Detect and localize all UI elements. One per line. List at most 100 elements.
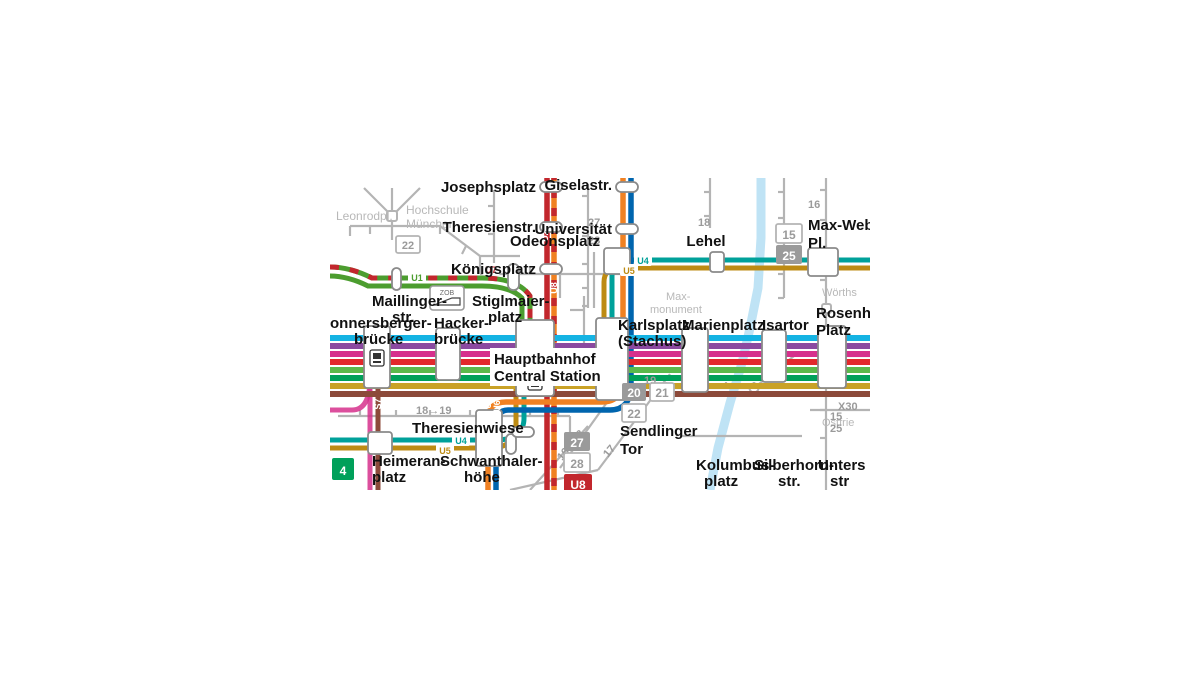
tram-box-27b: 27 [564, 432, 590, 451]
label-heimeranplatz-1: Heimeran- [372, 453, 445, 470]
transit-map-svg[interactable]: ZOB Leonrodpl. Hochschule München Max- m… [330, 178, 870, 490]
station-markers-small[interactable] [391, 181, 639, 455]
line-tag-u1: U1 [408, 271, 426, 283]
station-marker-maxweberplatz [807, 247, 839, 277]
tram-box-25-label: 25 [782, 249, 796, 263]
line-u1-u7 [330, 264, 533, 346]
label-maillingerstr-1: Maillinger- [372, 293, 447, 310]
line-tag-u4-label: U4 [637, 256, 649, 266]
line-tag-u5b: U5 [436, 444, 454, 456]
station-marker-koenigsplatz [539, 263, 563, 275]
faint-label-hochschule-1: Hochschule [406, 203, 469, 217]
tram-box-22a: 22 [395, 235, 421, 254]
label-kolumbusplatz-1: Kolumbus- [696, 457, 774, 474]
tram-box-21: 21 [649, 382, 675, 402]
line-tag-u4: U4 [634, 254, 652, 266]
label-marienplatz: Marienplatz [682, 317, 765, 334]
faint-label-leonrodpl: Leonrodpl. [336, 209, 393, 223]
label-odeonsplatz: Odeonsplatz [510, 233, 600, 250]
label-lehel: Lehel [686, 233, 725, 250]
line-tag-u8: U8 [549, 282, 559, 294]
line-tag-u7-label: U7 [485, 265, 497, 275]
tram-box-21-label: 21 [655, 386, 669, 400]
label-karlsplatz-2: (Stachus) [618, 333, 686, 350]
zob-icon: ZOB [429, 285, 465, 311]
label-karlsplatz-1: Karlsplatz [618, 317, 690, 334]
line-tag-u6-label: U6 [492, 400, 502, 412]
label-hackerbruecke-1: Hacker- [434, 315, 489, 332]
label-rosenheimerplatz-2: Platz [816, 322, 851, 339]
tram-box-22a-label: 22 [402, 240, 414, 252]
badge-4: 4 [332, 458, 354, 480]
label-maxweberplatz-1: Max-Web [808, 217, 870, 234]
line-tag-u5: U5 [620, 264, 638, 276]
label-stiglmaierplatz-2: platz [488, 309, 522, 326]
station-marker-isartor [761, 329, 787, 383]
line-tag-u6: U6 [492, 400, 502, 412]
station-marker-hackerbruecke [435, 327, 461, 381]
line-tag-u7: U7 [482, 263, 500, 275]
tram-num-15b: 15 [830, 411, 842, 423]
faint-label-hochschule-2: München [406, 217, 455, 231]
line-tag-u1-label: U1 [411, 273, 423, 283]
label-donnersbergerbruecke-2: brücke [354, 331, 403, 348]
badge-4-label: 4 [340, 464, 347, 478]
label-hauptbahnhof-2: Central Station [494, 368, 601, 385]
label-untersbergstr-1: Unters [818, 457, 866, 474]
tram-num-28: 28 [588, 235, 600, 247]
tram-num-x30: X30 [838, 401, 858, 413]
tram-box-22b-label: 22 [627, 407, 641, 421]
label-kolumbusplatz-2: platz [704, 473, 738, 490]
label-giselastr: Giselastr. [544, 178, 612, 194]
tram-box-22b: 22 [621, 403, 647, 423]
line-tag-s7: S7 [373, 398, 383, 409]
station-marker-sendlingertor [475, 409, 503, 467]
label-theresienwiese: Theresienwiese [412, 420, 524, 437]
line-tag-u5b-label: U5 [439, 446, 451, 456]
station-marker-rosenheimerplatz [817, 325, 847, 389]
label-hauptbahnhof-group: Hauptbahnhof Central Station [490, 348, 612, 386]
tram-box-15-label: 15 [782, 228, 796, 242]
tram-num-25b: 25 [830, 423, 842, 435]
badge-u8: U8 [564, 474, 592, 490]
tram-box-27b-label: 27 [570, 436, 584, 450]
station-marker-giselastr [615, 181, 639, 193]
label-hauptbahnhof-1: Hauptbahnhof [494, 351, 597, 368]
station-marker-lehel [709, 251, 725, 273]
line-tag-u2-label: U2 [540, 230, 550, 242]
tram-num-18: 18 [698, 217, 710, 229]
label-josephsplatz: Josephsplatz [441, 179, 536, 196]
label-hackerbruecke-2: brücke [434, 331, 483, 348]
line-tag-u4b: U4 [452, 434, 470, 446]
faint-label-maxmonument-1: Max- [666, 291, 691, 303]
faint-label-maxmonument-2: monument [650, 304, 702, 316]
label-theresienstr: Theresienstr. [443, 219, 536, 236]
tram-box-20: 20 [622, 383, 646, 401]
station-marker-heimeranplatz [367, 431, 393, 455]
label-donnersbergerbruecke-1: onnersberger- [330, 315, 432, 332]
station-marker-josephsplatz [539, 181, 563, 193]
tram-num-16: 16 [808, 199, 820, 211]
river-isar [705, 178, 766, 490]
tram-box-28b-label: 28 [570, 457, 584, 471]
tram-box-15: 15 [775, 223, 803, 244]
station-marker-schwanthalerhoehe [505, 433, 517, 455]
zob-icon-label: ZOB [440, 290, 455, 297]
map-viewport[interactable]: ZOB Leonrodpl. Hochschule München Max- m… [330, 178, 870, 490]
tram-box-25: 25 [776, 245, 802, 264]
tram-num-27: 27 [588, 217, 600, 229]
label-heimeranplatz-2: platz [372, 469, 406, 486]
line-tag-u2: U2 [540, 230, 550, 242]
label-sendlingertor-2: Tor [620, 441, 643, 458]
station-marker-theresienstr [539, 221, 563, 233]
tram-box-28b: 28 [563, 452, 591, 473]
label-maillingerstr-2: str. [392, 309, 415, 326]
line-tag-u3: U3 [483, 397, 493, 409]
label-rosenheimerplatz-1: Rosenh [816, 305, 870, 322]
line-tag-u3-label: U3 [483, 397, 493, 409]
station-marker-universitaet [615, 223, 639, 235]
label-maxweberplatz-2: Pl. [808, 235, 826, 252]
label-schwanthalerhoehe-1: Schwanthaler- [440, 453, 543, 470]
regional-train-icon-1 [369, 349, 385, 367]
